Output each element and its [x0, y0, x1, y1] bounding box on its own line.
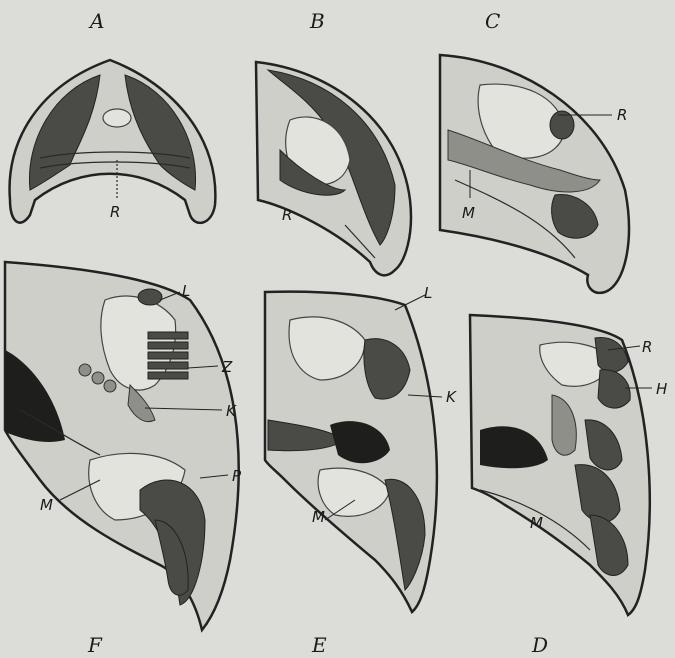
panel-c-label-m: M	[462, 204, 475, 222]
panel-f-letter: F	[87, 633, 103, 657]
panel-f-label-z: Z	[221, 358, 233, 376]
panel-f-cell-2	[92, 372, 104, 384]
panel-e-label-l: L	[424, 284, 432, 302]
panel-f-z-band-2	[148, 342, 188, 349]
panel-b-letter: B	[309, 9, 325, 33]
panel-e-label-m: M	[312, 508, 325, 526]
panel-d-letter: D	[531, 633, 548, 657]
panel-f-cell-1	[79, 364, 91, 376]
panel-f-z-band-4	[148, 362, 188, 369]
panel-f-z-stack	[148, 332, 188, 379]
panel-f-l-node	[138, 289, 162, 305]
panel-e-label-k: K	[446, 388, 457, 406]
panel-b-label-r: R	[282, 206, 292, 224]
panel-f-label-k: K	[226, 402, 237, 420]
panel-f-z-band-5	[148, 372, 188, 379]
panel-f-z-band-1	[148, 332, 188, 339]
panel-f-label-l: L	[182, 282, 190, 300]
panel-f-cell-3	[104, 380, 116, 392]
panel-f-label-p: P	[232, 467, 242, 485]
panel-a-letter: A	[88, 9, 104, 33]
panel-a-center-oval	[103, 109, 131, 127]
panel-a-label-r: R	[110, 203, 120, 221]
panel-d-label-r: R	[642, 338, 652, 356]
panel-d-label-h: H	[656, 380, 667, 398]
panel-d-label-m: M	[530, 514, 543, 532]
panel-f-z-band-3	[148, 352, 188, 359]
panel-f-label-m: M	[40, 496, 53, 514]
panel-c-letter: C	[485, 9, 500, 33]
panel-c-label-r: R	[617, 106, 627, 124]
panel-e-letter: E	[311, 633, 327, 657]
